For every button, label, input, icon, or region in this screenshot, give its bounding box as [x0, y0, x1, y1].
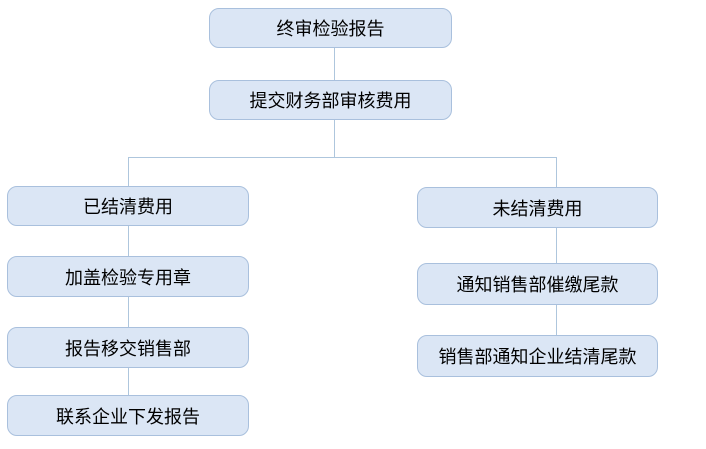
connector-transfer-to-contact: [128, 368, 129, 395]
connector-notify-to-sales-notify: [556, 305, 557, 335]
flow-node-fees-unsettled: 未结清费用: [417, 187, 658, 228]
flow-node-notify-sales-collect-balance: 通知销售部催缴尾款: [417, 263, 658, 305]
connector-branch-horizontal: [128, 157, 557, 158]
connector-final-to-submit: [334, 48, 335, 80]
connector-unsettled-to-notify: [556, 228, 557, 263]
flow-node-report-transfer-to-sales: 报告移交销售部: [7, 327, 249, 368]
connector-stamp-to-transfer: [128, 297, 129, 327]
connector-settled-to-stamp: [128, 226, 129, 256]
flow-node-fees-settled: 已结清费用: [7, 186, 249, 226]
connector-submit-to-branch: [334, 120, 335, 157]
connector-branch-to-settled: [128, 158, 129, 186]
flow-node-stamp-inspection-seal: 加盖检验专用章: [7, 256, 249, 297]
connector-branch-to-unsettled: [556, 158, 557, 187]
flow-node-final-inspection-report: 终审检验报告: [209, 8, 452, 48]
flow-node-sales-notify-enterprise-settle: 销售部通知企业结清尾款: [417, 335, 658, 377]
flow-node-contact-enterprise-issue-report: 联系企业下发报告: [7, 395, 249, 436]
flow-node-submit-finance-review-fees: 提交财务部审核费用: [209, 80, 452, 120]
